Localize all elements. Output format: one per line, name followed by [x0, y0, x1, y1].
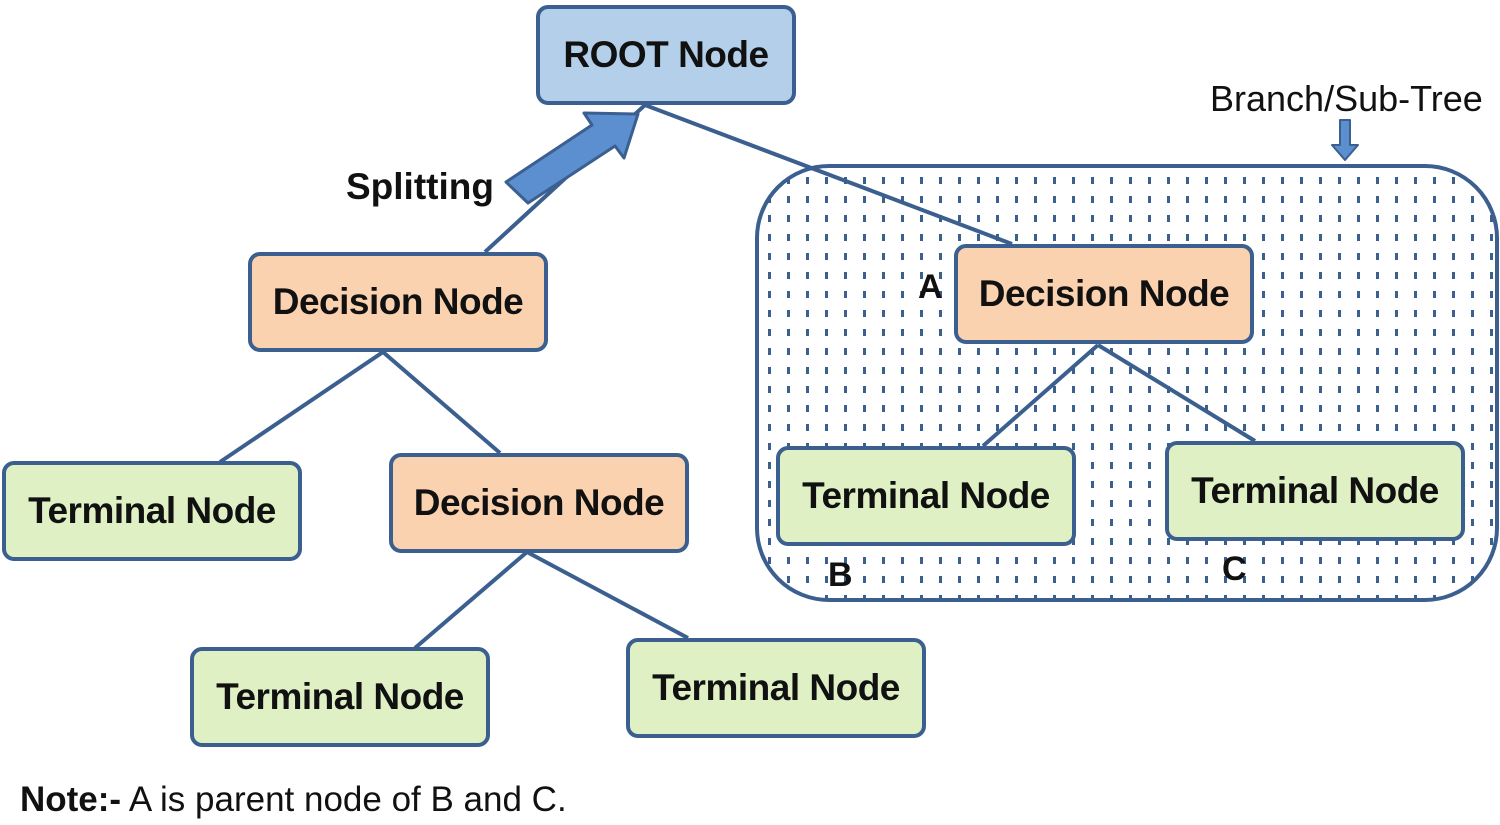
branch-subtree-label: Branch/Sub-Tree: [1210, 78, 1483, 119]
edge-decision-2-to-terminal-2: [413, 550, 529, 650]
label-a: A: [918, 268, 943, 306]
edge-decision-1-to-terminal-1: [218, 350, 385, 464]
note-prefix: Note:-: [20, 780, 122, 819]
decision-node-left: Decision Node: [248, 252, 548, 352]
edge-decision-2-to-terminal-3: [526, 550, 689, 640]
terminal-node-b: Terminal Node: [776, 446, 1076, 546]
edge-root-to-decision-a: [644, 103, 1013, 246]
label-b: B: [828, 556, 853, 594]
edge-decision-a-to-terminal-b: [981, 343, 1100, 448]
terminal-node-lower-right: Terminal Node: [626, 638, 926, 738]
edge-decision-1-to-decision-2: [381, 350, 502, 455]
splitting-arrow: [504, 111, 640, 205]
root-node: ROOT Node: [536, 5, 796, 105]
branch-down-arrow: [1331, 119, 1359, 161]
decision-node-lower: Decision Node: [389, 453, 689, 553]
footnote: Note:- A is parent node of B and C.: [20, 780, 567, 820]
edge-decision-a-to-terminal-c: [1096, 343, 1257, 443]
label-c: C: [1222, 550, 1247, 588]
terminal-node-c: Terminal Node: [1165, 441, 1465, 541]
note-text: A is parent node of B and C.: [121, 780, 567, 819]
decision-node-a: Decision Node: [954, 244, 1254, 344]
terminal-node-lower-left: Terminal Node: [190, 647, 490, 747]
terminal-node-left: Terminal Node: [2, 461, 302, 561]
splitting-label: Splitting: [346, 166, 494, 207]
